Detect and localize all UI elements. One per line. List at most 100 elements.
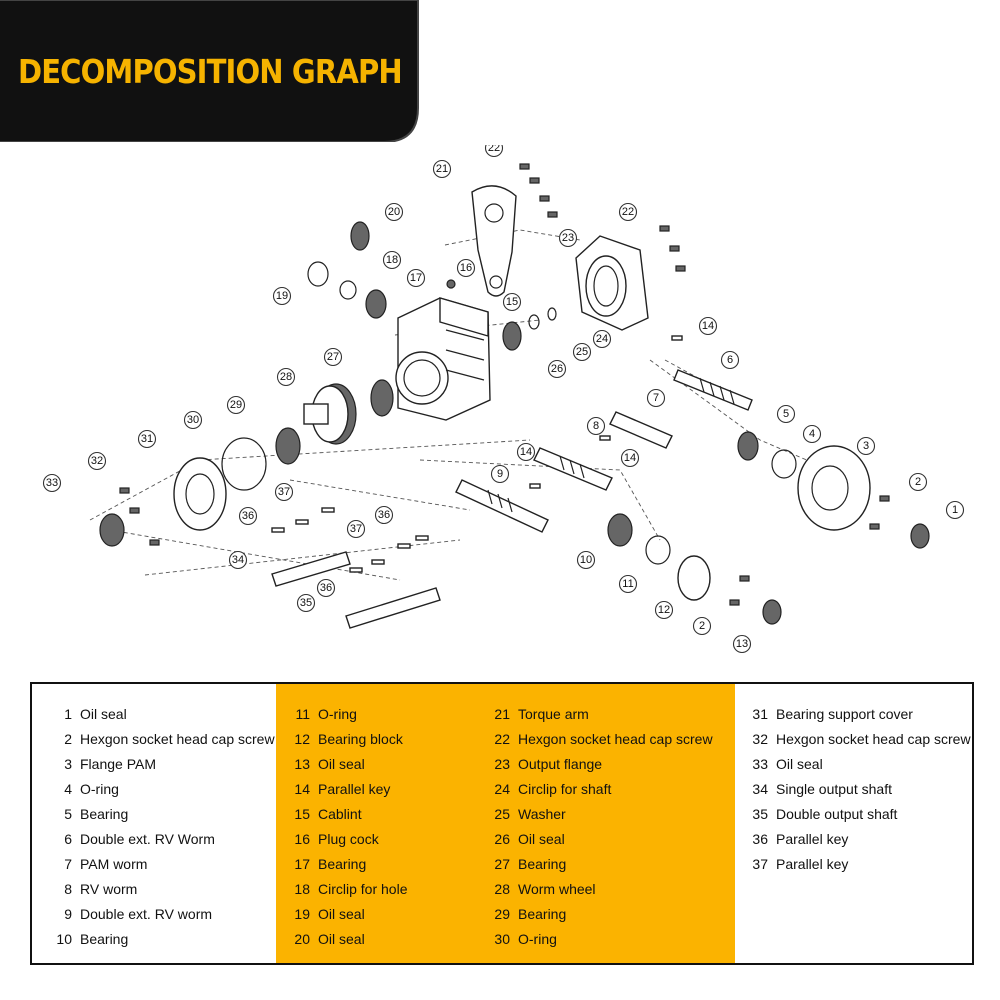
callout-number: 22 [622,206,634,218]
part-name: O-ring [80,781,119,797]
part-number: 36 [752,831,768,847]
callout-bubble: 12 [654,600,674,620]
callout-number: 1 [952,504,958,516]
part-number: 7 [64,856,72,872]
callout-bubble: 6 [720,350,740,370]
page-title: DECOMPOSITION GRAPH [18,52,403,91]
part-number: 12 [294,731,310,747]
part-name: Circlip for hole [318,881,408,897]
callout-bubble: 11 [618,574,638,594]
part-number: 9 [64,906,72,922]
part-name: Bearing [80,806,129,822]
callout-number: 28 [280,371,292,383]
callout-bubble: 20 [384,202,404,222]
part-number: 10 [56,931,72,947]
part-number: 25 [494,806,510,822]
callout-bubble: 24 [592,329,612,349]
part-number: 11 [295,706,310,722]
part-number: 22 [494,731,510,747]
part-number: 18 [294,881,310,897]
callout-bubble: 22 [484,145,504,158]
part-name: Bearing block [318,731,403,747]
callout-bubble: 32 [87,451,107,471]
callout-number: 14 [702,320,714,332]
worm-wheel [303,383,357,445]
part-name: Cablint [318,806,362,822]
callout-bubble: 23 [558,228,578,248]
part-name: Oil seal [318,756,365,772]
part-name: Oil seal [776,756,823,772]
callout-number: 36 [320,582,332,594]
callout-number: 8 [593,420,599,432]
part-name: Hexgon socket head cap screw [776,731,971,747]
callout-number: 10 [580,554,592,566]
legend-highlight-band [276,684,735,963]
callout-bubble: 2 [908,472,928,492]
part-name: Oil seal [518,831,565,847]
callout-bubble: 1 [945,500,965,520]
worm-shafts [455,369,753,533]
callout-bubble: 14 [698,316,718,336]
callout-number: 37 [350,523,362,535]
part-name: Oil seal [318,906,365,922]
part-name: Torque arm [518,706,589,722]
callout-bubble: 36 [374,505,394,525]
part-name: Double output shaft [776,806,898,822]
callout-number: 21 [436,163,448,175]
callout-bubble: 34 [228,550,248,570]
banner-shape [0,0,419,142]
part-name: Double ext. RV Worm [80,831,215,847]
callout-number: 15 [506,296,518,308]
part-number: 27 [494,856,510,872]
part-name: Bearing [80,931,129,947]
part-number: 23 [494,756,510,772]
callout-number: 19 [276,290,288,302]
callout-bubble: 16 [456,258,476,278]
callout-bubble: 2 [692,616,712,636]
callout-bubble: 7 [646,388,666,408]
output-shafts [271,551,441,629]
callout-bubble: 33 [42,473,62,493]
callout-number: 36 [378,509,390,521]
part-number: 2 [64,731,72,747]
exploded-view-diagram: 1234567891011121314151617181920212223242… [42,145,965,654]
callout-number: 25 [576,346,588,358]
gearbox-housing [395,297,491,421]
output-flange [575,235,649,331]
part-name: Flange PAM [80,756,156,772]
part-number: 4 [64,781,72,797]
part-name: Plug cock [318,831,379,847]
part-number: 30 [494,931,510,947]
part-number: 20 [294,931,310,947]
callout-number: 29 [230,399,242,411]
part-number: 15 [294,806,310,822]
callout-number: 26 [551,363,563,375]
callout-bubble: 8 [586,416,606,436]
part-number: 37 [752,856,768,872]
part-number: 3 [64,756,72,772]
callout-number: 30 [187,414,199,426]
part-number: 33 [752,756,768,772]
part-number: 28 [494,881,510,897]
callout-bubble: 14 [620,448,640,468]
callout-bubble: 29 [226,395,246,415]
callout-bubble: 5 [776,404,796,424]
callout-bubble: 3 [856,436,876,456]
callout-number: 37 [278,486,290,498]
callout-bubble: 21 [432,159,452,179]
callout-number: 34 [232,554,244,566]
callout-bubble: 17 [406,268,426,288]
part-name: Output flange [518,756,603,772]
callout-labels: 1234567891011121314151617181920212223242… [42,145,965,654]
part-number: 19 [294,906,310,922]
screws-and-keys [119,163,890,606]
part-number: 16 [294,831,310,847]
callout-bubble: 37 [274,482,294,502]
callout-bubble: 36 [316,578,336,598]
callout-bubble: 37 [346,519,366,539]
callout-number: 14 [624,452,636,464]
callout-bubble: 30 [183,410,203,430]
callout-number: 5 [783,408,789,420]
part-number: 1 [64,706,72,722]
callout-bubble: 25 [572,342,592,362]
